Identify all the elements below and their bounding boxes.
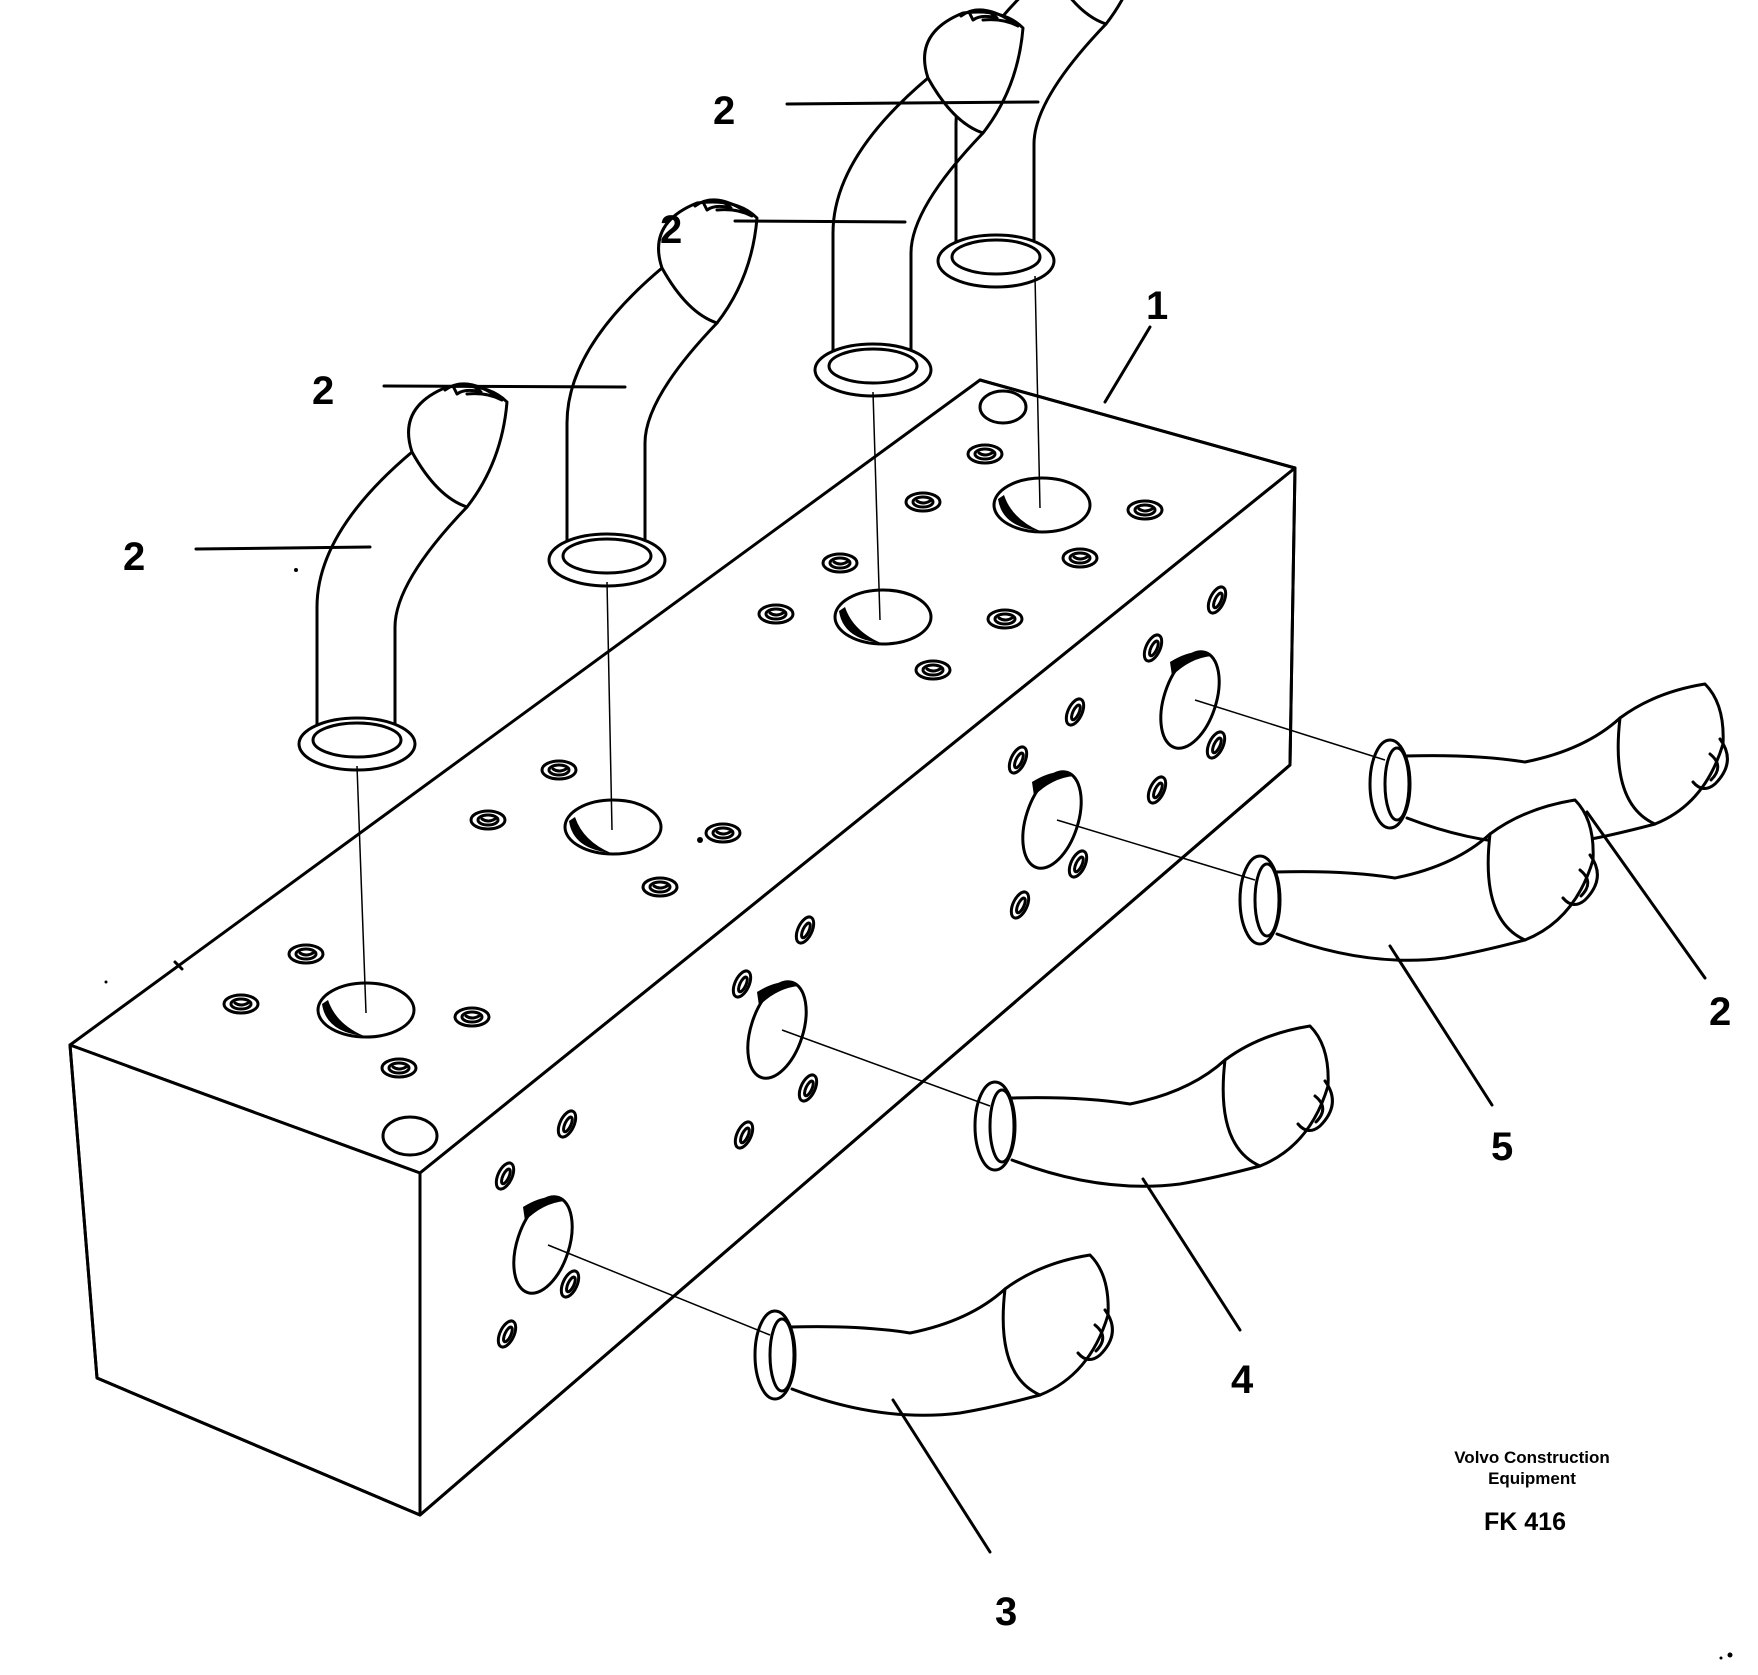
leader-lines bbox=[194, 100, 1707, 1554]
side-pipe-3 bbox=[753, 1253, 1114, 1417]
figure-code: FK 416 bbox=[1484, 1508, 1566, 1536]
callout-2-e: 2 bbox=[1709, 990, 1731, 1034]
callout-4: 4 bbox=[1231, 1358, 1254, 1402]
caption: Volvo Construction Equipment FK 416 bbox=[1454, 1448, 1610, 1536]
brand-line-2: Equipment bbox=[1488, 1469, 1576, 1488]
assembly-lines bbox=[356, 275, 1386, 1336]
plug-top-front bbox=[381, 1115, 439, 1157]
brand-line-1: Volvo Construction bbox=[1454, 1448, 1610, 1467]
callout-5: 5 bbox=[1491, 1125, 1513, 1169]
callout-2-c: 2 bbox=[312, 369, 334, 413]
callout-2-a: 2 bbox=[713, 89, 735, 133]
callout-numbers: 1 2 2 2 2 2 3 4 5 bbox=[123, 89, 1731, 1634]
callout-3: 3 bbox=[995, 1590, 1017, 1634]
top-face-ports bbox=[222, 389, 1164, 1157]
callout-2-d: 2 bbox=[123, 535, 145, 579]
scan-specks bbox=[104, 568, 1733, 1660]
plug-top-rear bbox=[978, 389, 1028, 425]
side-pipe-4 bbox=[973, 1024, 1334, 1188]
top-pipe-1 bbox=[297, 382, 509, 772]
side-pipe-5 bbox=[1238, 798, 1599, 962]
top-pipe-2 bbox=[547, 198, 759, 588]
callout-1: 1 bbox=[1146, 284, 1168, 328]
callout-2-b: 2 bbox=[660, 208, 682, 252]
valve-block bbox=[68, 378, 1297, 1517]
top-pipe-3 bbox=[813, 8, 1025, 398]
